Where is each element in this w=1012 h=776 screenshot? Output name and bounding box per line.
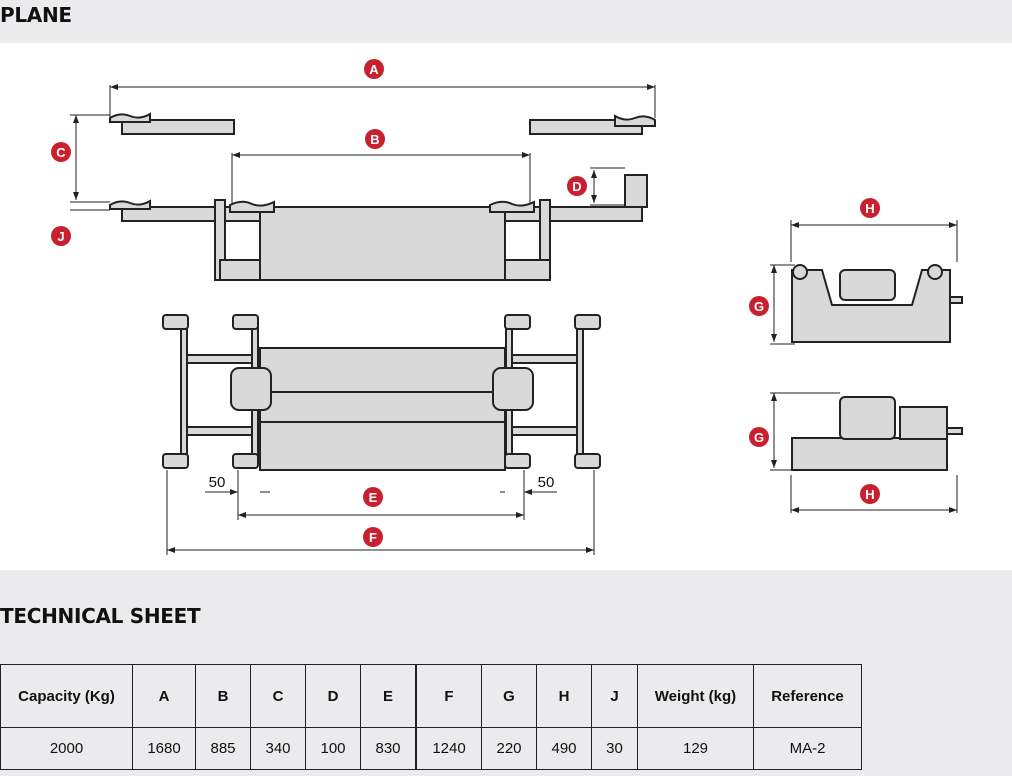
technical-sheet-title: TECHNICAL SHEET [0,604,201,628]
header-h: H [536,664,592,728]
dimension-badges: A B C J D E F H G G H 50 50 [51,59,880,547]
cell-capacity: 2000 [0,727,133,770]
cell-h: 490 [536,727,592,770]
cell-e: 830 [360,727,417,770]
header-g: G [481,664,537,728]
technical-drawing: A B C J D E F H G G H 50 50 [0,43,1012,570]
cell-j: 30 [591,727,638,770]
technical-sheet-table: Capacity (Kg) A B C D E F G H J Weight (… [0,664,862,770]
cell-b: 885 [195,727,251,770]
header-reference: Reference [753,664,862,728]
table-row: 2000 1680 885 340 100 830 1240 220 490 3… [0,727,862,770]
header-f: F [415,664,482,728]
badge-a: A [369,62,379,77]
badge-g-top: G [754,299,764,314]
offset-right-label: 50 [538,474,555,491]
table-header-row: Capacity (Kg) A B C D E F G H J Weight (… [0,664,862,728]
header-d: D [305,664,361,728]
cell-g: 220 [481,727,537,770]
badge-e: E [369,490,378,505]
lift-top-view [162,314,601,471]
cell-d: 100 [305,727,361,770]
header-capacity: Capacity (Kg) [0,664,133,728]
badge-b: B [370,132,379,147]
header-a: A [132,664,196,728]
cell-weight: 129 [637,727,754,770]
header-c: C [250,664,306,728]
plane-title: PLANE [0,3,72,27]
cell-c: 340 [250,727,306,770]
header-b: B [195,664,251,728]
lift-side-view [109,112,656,281]
header-e: E [360,664,417,728]
header-j: J [591,664,638,728]
cell-f: 1240 [415,727,482,770]
cell-a: 1680 [132,727,196,770]
cell-reference: MA-2 [753,727,862,770]
header-weight: Weight (kg) [637,664,754,728]
badge-j: J [57,229,64,244]
badge-h-bottom: H [865,487,874,502]
offset-left-label: 50 [209,474,226,491]
badge-f: F [369,530,377,545]
badge-c: C [56,145,66,160]
badge-d: D [572,179,581,194]
lift-end-views [791,264,963,471]
badge-g-bottom: G [754,430,764,445]
badge-h-top: H [865,201,874,216]
plane-section-header: PLANE [0,0,1012,43]
